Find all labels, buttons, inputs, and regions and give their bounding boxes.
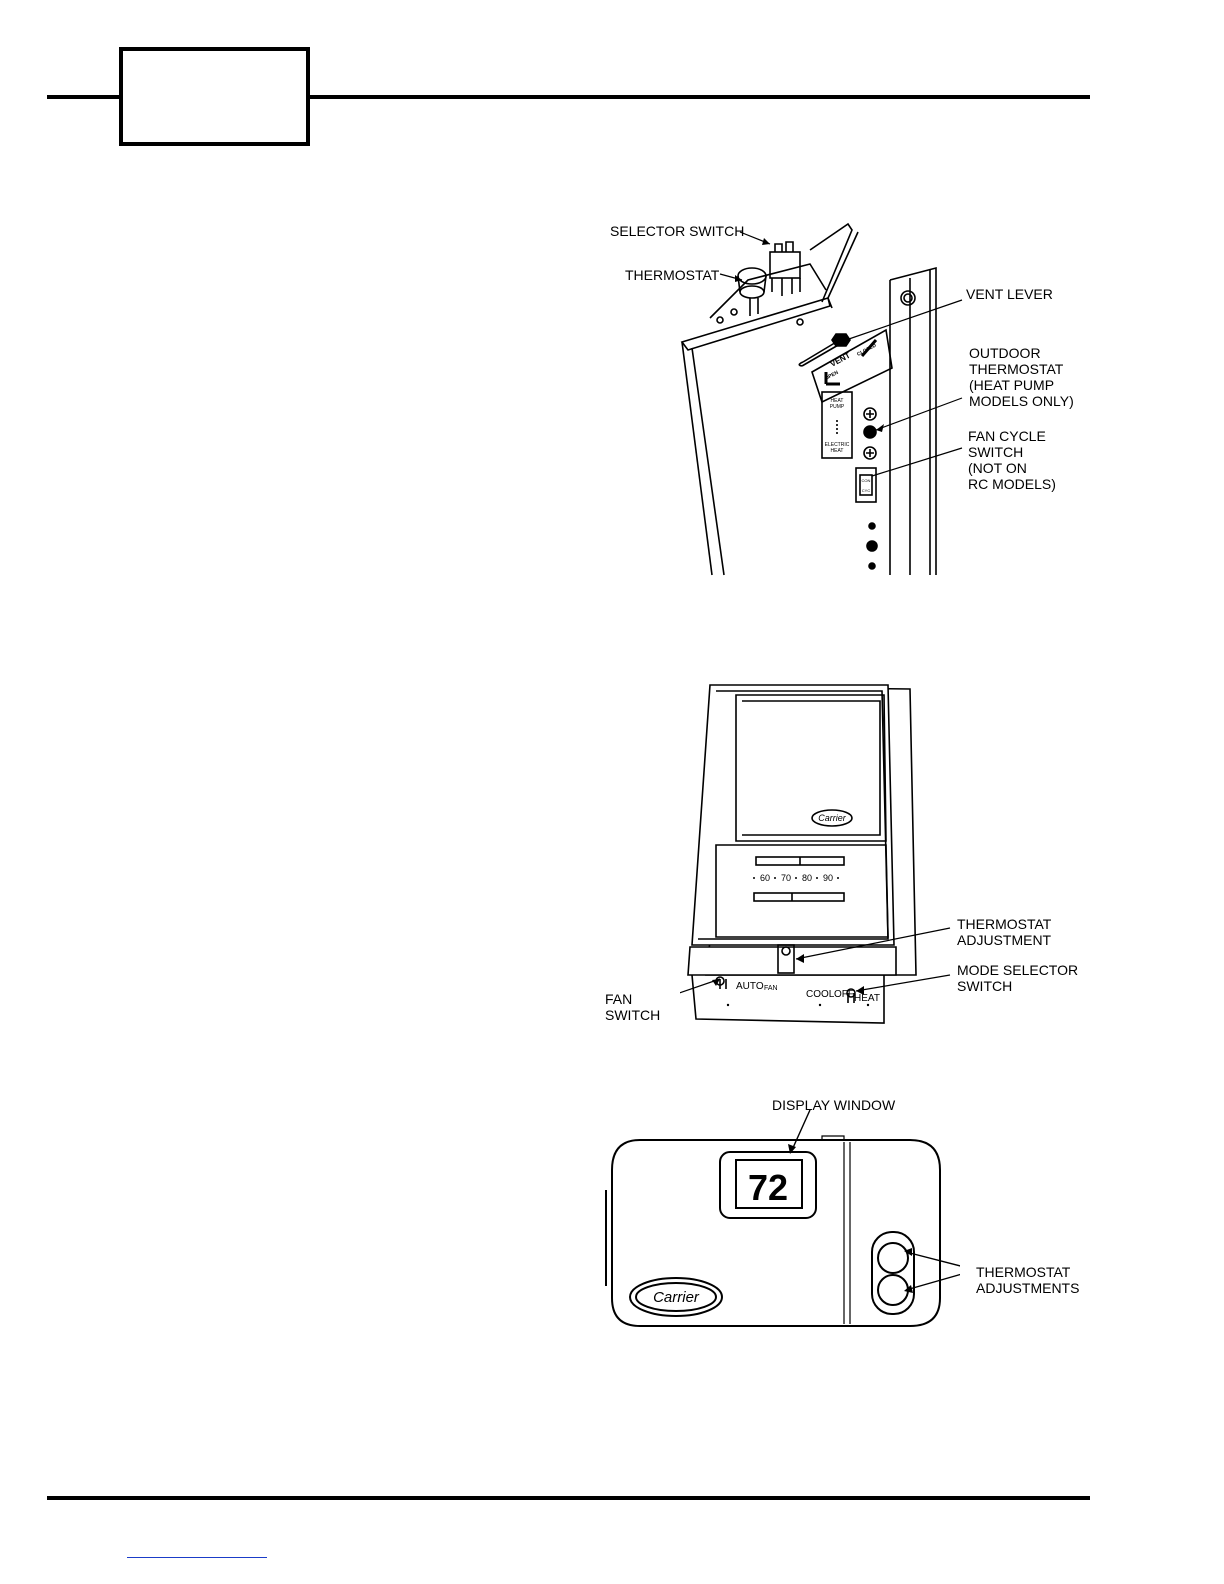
callout-mode-selector-switch: MODE SELECTOR SWITCH — [957, 962, 1079, 994]
base-off-label: OFF — [834, 989, 854, 1000]
scale-70: 70 — [781, 873, 791, 883]
base-auto-label: AUTO — [736, 981, 764, 992]
callout-thermostat: THERMOSTAT — [625, 267, 720, 283]
base-fan-label: FAN — [764, 985, 778, 992]
carrier-logo-text-digital: Carrier — [653, 1289, 700, 1306]
callout-thermostat-adjustment: THERMOSTAT ADJUSTMENT — [957, 916, 1052, 948]
carrier-logo-text: Carrier — [818, 813, 847, 823]
footer-link-underline[interactable] — [127, 1557, 267, 1558]
callout-selector-switch: SELECTOR SWITCH — [610, 223, 745, 239]
header-rule — [47, 95, 1090, 99]
heat-pump-label-1: HEAT — [831, 398, 844, 404]
callout-thermostat-adjustments: THERMOSTAT ADJUSTMENTS — [976, 1264, 1080, 1296]
heat-pump-label-2: PUMP — [830, 404, 845, 410]
control-panel-drawing: VENT CLOSED OPEN HEAT PUMP ELECTRIC HEAT… — [680, 222, 963, 576]
display-readout: 72 — [748, 1167, 788, 1208]
callout-fan-switch: FAN SWITCH — [605, 991, 661, 1023]
scale-90: 90 — [823, 873, 833, 883]
callout-outdoor-thermostat: OUTDOOR THERMOSTAT (HEAT PUMP MODELS ONL… — [969, 345, 1074, 409]
fan-on-label: CON — [862, 478, 871, 483]
base-heat-label: HEAT — [854, 993, 880, 1004]
scale-60: 60 — [760, 873, 770, 883]
figure-mechanical-thermostat: Carrier 60 70 80 90 AUTO FAN COOL OFF HE… — [655, 675, 1100, 1035]
figure-digital-thermostat: 72 Carrier — [600, 1109, 977, 1340]
callout-display-window: DISPLAY WINDOW — [772, 1097, 896, 1113]
scale-80: 80 — [802, 873, 812, 883]
vent-label: VENT — [829, 351, 852, 369]
section-tab-box — [119, 47, 310, 146]
base-cool-label: COOL — [806, 989, 835, 1000]
callout-fan-cycle-switch: FAN CYCLE SWITCH (NOT ON RC MODELS) — [968, 428, 1056, 492]
digital-thermostat-drawing: 72 Carrier — [605, 1109, 977, 1327]
vent-open-label: OPEN — [824, 370, 840, 382]
callout-vent-lever: VENT LEVER — [966, 286, 1053, 302]
figure-control-panel: VENT CLOSED OPEN HEAT PUMP ELECTRIC HEAT… — [600, 210, 1080, 580]
fan-cyc-label: CYC — [862, 488, 871, 493]
electric-heat-label-1: ELECTRIC — [825, 442, 850, 448]
footer-rule — [47, 1496, 1090, 1500]
mechanical-thermostat-drawing: Carrier 60 70 80 90 AUTO FAN COOL OFF HE… — [655, 684, 951, 1024]
electric-heat-label-2: HEAT — [831, 448, 844, 454]
